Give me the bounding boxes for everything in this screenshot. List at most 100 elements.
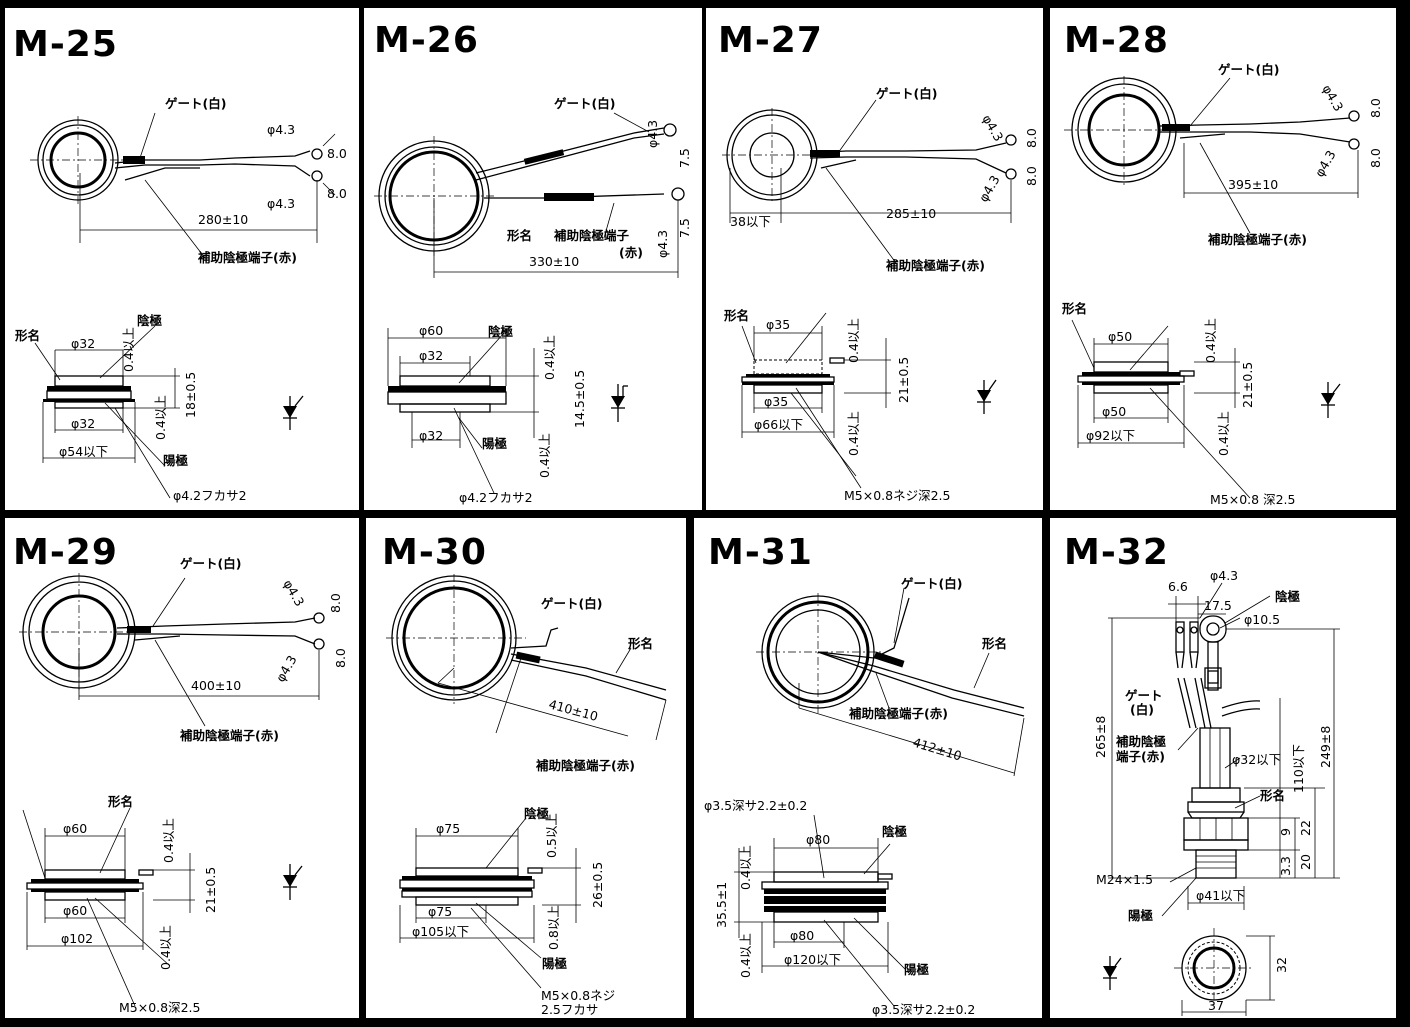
- label-d-bot: φ32: [71, 416, 95, 431]
- label-aux: 補助陰極端子(赤): [1207, 232, 1307, 247]
- label-gap-top: 0.5以上: [544, 813, 559, 858]
- label-phi2: φ4.3: [273, 653, 300, 685]
- label-gate: ゲート(白): [180, 556, 241, 571]
- label-phi1: φ4.3: [1319, 82, 1346, 114]
- label-h110: 110以下: [1291, 744, 1306, 793]
- label-anode: 陽極: [163, 453, 189, 468]
- title-m30: M-30: [382, 532, 487, 573]
- label-d7a: 7.5: [677, 148, 692, 168]
- label-gap-bot: 0.4以上: [1216, 411, 1231, 456]
- label-h20: 20: [1298, 854, 1313, 870]
- label-d-bot: φ60: [63, 903, 87, 918]
- label-d-bot: φ32: [419, 428, 443, 443]
- label-phi1: φ4.3: [979, 112, 1006, 144]
- label-height: 21±0.5: [896, 357, 911, 403]
- label-d-out: φ92以下: [1086, 428, 1135, 443]
- label-gate: ゲート(白): [554, 96, 615, 111]
- label-aux1: 補助陰極: [1115, 734, 1167, 749]
- gto-symbol: [283, 395, 304, 430]
- label-d7b: 7.5: [677, 218, 692, 238]
- label-phi1: φ4.3: [645, 120, 660, 148]
- drawing-m30: M-30 ゲート(白) 形名 410±10 補助陰極端子(赤): [382, 532, 667, 1017]
- title-m28: M-28: [1064, 20, 1169, 61]
- label-cathode: 陰極: [488, 324, 514, 339]
- label-gap-top: 0.4以上: [1203, 318, 1218, 363]
- label-w66: 6.6: [1168, 579, 1188, 594]
- label-gate: ゲート(白): [541, 596, 602, 611]
- label-gap-bot: 0.4以上: [537, 433, 552, 478]
- label-anode: 陽極: [542, 956, 568, 971]
- label-d8b: 8.0: [327, 186, 347, 201]
- label-d-top: φ50: [1108, 329, 1132, 344]
- label-h249: 249±8: [1318, 726, 1333, 768]
- drawing-m31: M-31 ゲート(白) 形名 補助陰極端子(赤) 412±10: [704, 532, 1025, 1017]
- label-gap-top: 0.4以上: [542, 335, 557, 380]
- label-length: 400±10: [191, 678, 241, 693]
- label-hole-bot: φ3.5深サ2.2±0.2: [872, 1002, 975, 1017]
- label-aux: 補助陰極端子(赤): [848, 706, 948, 721]
- label-model: 形名: [1260, 788, 1285, 803]
- label-h22: 22: [1298, 820, 1313, 836]
- label-w37: 37: [1208, 998, 1224, 1013]
- label-phi1: φ4.3: [280, 577, 307, 609]
- title-m32: M-32: [1064, 532, 1169, 573]
- label-aux: 補助陰極端子(赤): [535, 758, 635, 773]
- title-m25: M-25: [13, 24, 118, 65]
- label-d-top: φ75: [436, 821, 460, 836]
- panel-m32: M-32: [1050, 518, 1396, 1018]
- label-screw: M5×0.8ネジ深2.5: [844, 488, 950, 503]
- title-m26: M-26: [374, 20, 479, 61]
- drawing-m27: M-27 ゲート(白) φ4.3 φ4.3 8.0 8.0 38以下 285±: [718, 20, 1039, 503]
- label-d-bot: φ50: [1102, 404, 1126, 419]
- label-d-out: φ120以下: [784, 952, 841, 967]
- label-gap-top: 0.4以上: [121, 327, 136, 372]
- gto-symbol: [1103, 956, 1122, 990]
- label-hole-top: φ3.5深サ2.2±0.2: [704, 798, 807, 813]
- label-aux: 補助陰極端子(赤): [179, 728, 279, 743]
- label-cathode: 陰極: [882, 824, 908, 839]
- drawing-m28: M-28 ゲート(白) φ4.3 φ4.3 8.0 8.0 395±10 補助陰…: [1062, 20, 1383, 507]
- label-length: 285±10: [886, 206, 936, 221]
- label-phi2: φ4.3: [655, 230, 670, 258]
- label-screw: M5×0.8深2.5: [119, 1000, 200, 1015]
- label-aux2: 端子(赤): [1116, 749, 1165, 764]
- label-gap-bot: 0.4以上: [846, 411, 861, 456]
- label-height: 14.5±0.5: [572, 370, 587, 428]
- label-aux: 補助陰極端子(赤): [885, 258, 985, 273]
- label-gate2: (白): [1130, 702, 1154, 717]
- label-screw2: 2.5フカサ: [541, 1002, 598, 1017]
- label-gap-top: 0.4以上: [738, 845, 753, 890]
- label-cathode: 陰極: [137, 313, 163, 328]
- label-gap-bot: 0.8以上: [546, 905, 561, 950]
- label-phi1: φ4.3: [267, 122, 295, 137]
- label-height: 21±0.5: [1240, 362, 1255, 408]
- title-m27: M-27: [718, 20, 823, 61]
- label-phi2: φ4.3: [267, 196, 295, 211]
- label-gap-bot: 0.4以上: [153, 395, 168, 440]
- label-height: 18±0.5: [183, 372, 198, 418]
- label-aux: 補助陰極端子: [553, 228, 630, 243]
- label-gate: ゲート(白): [1218, 62, 1279, 77]
- label-cathode: 陰極: [1275, 589, 1301, 604]
- label-d-bot: φ35: [764, 394, 788, 409]
- label-hole: φ4.2フカサ2: [459, 490, 533, 505]
- label-aux: 補助陰極端子(赤): [197, 250, 297, 265]
- label-d-out: φ54以下: [59, 444, 108, 459]
- label-d-out: φ105以下: [412, 924, 469, 939]
- label-height: 26±0.5: [590, 862, 605, 908]
- label-h32: 32: [1274, 957, 1289, 973]
- drawing-m29: M-29 ゲート(白) φ4.3 φ4.3 8.0 8.0 400±10 補助陰…: [13, 532, 348, 1015]
- panel-m27: M-27 ゲート(白) φ4.3 φ4.3 8.0 8.0 38以下 285±: [706, 8, 1043, 510]
- label-height: 35.5±1: [714, 882, 729, 928]
- label-d8b: 8.0: [1024, 166, 1039, 186]
- drawing-m26: M-26 ゲート(白) φ4.3 7.5 φ4.3 7.5 形名 補助陰極端子: [374, 20, 692, 505]
- label-h33: 3.3: [1278, 856, 1293, 876]
- label-h9: 9: [1278, 828, 1293, 836]
- label-d41: φ41以下: [1196, 888, 1245, 903]
- label-screw1: M5×0.8ネジ: [541, 988, 615, 1003]
- label-d-out: φ60: [419, 323, 443, 338]
- label-anode: 陽極: [1128, 908, 1154, 923]
- label-model: 形名: [1062, 301, 1087, 316]
- label-height: 21±0.5: [203, 867, 218, 913]
